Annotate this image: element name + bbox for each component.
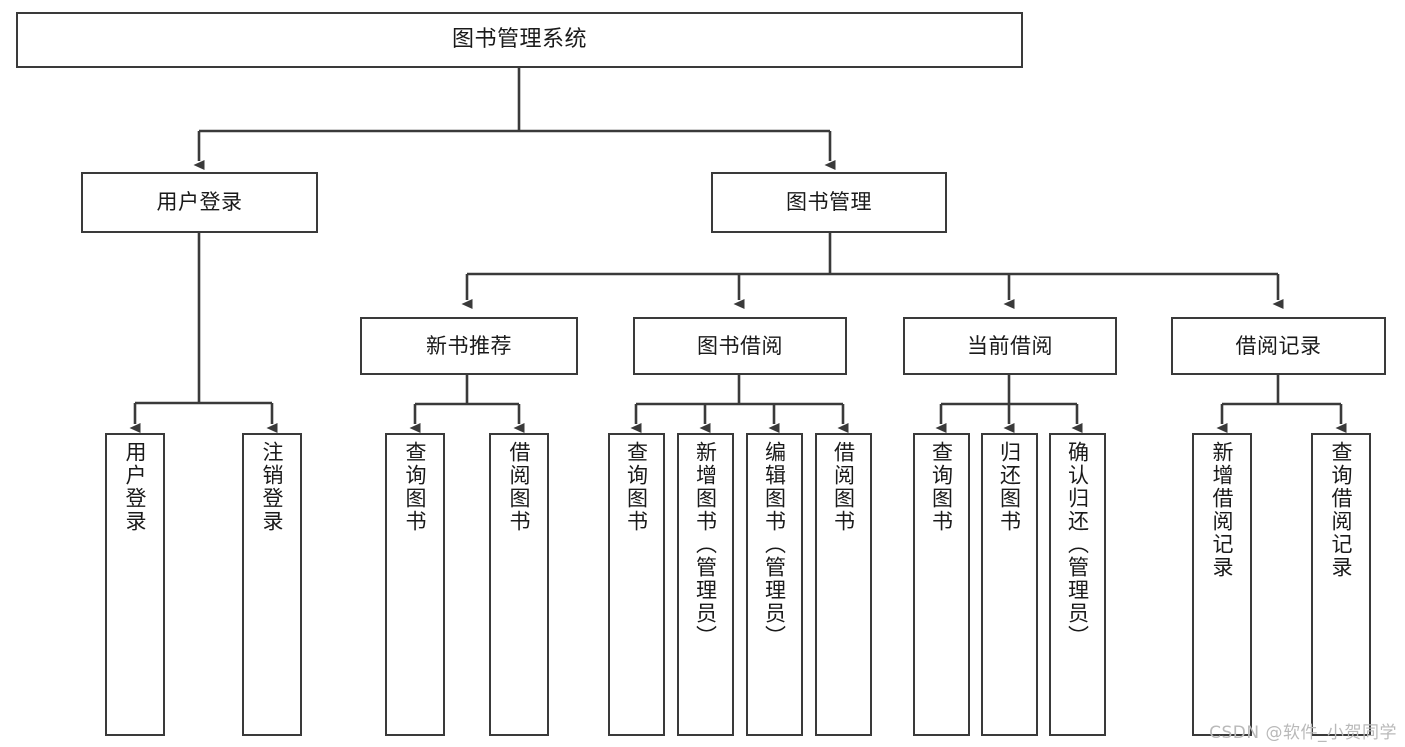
leaf-new-book-borrow[interactable]: 借阅图书 (489, 433, 549, 736)
node-label: 查询图书 (624, 441, 649, 533)
leaf-new-book-query[interactable]: 查询图书 (385, 433, 445, 736)
node-book-management[interactable]: 图书管理 (711, 172, 947, 233)
node-label: 注销登录 (260, 441, 285, 533)
leaf-record-add[interactable]: 新增借阅记录 (1192, 433, 1252, 736)
node-book-borrow[interactable]: 图书借阅 (633, 317, 847, 375)
node-root-system[interactable]: 图书管理系统 (16, 12, 1023, 68)
node-label: 借阅图书 (831, 441, 856, 533)
csdn-watermark: CSDN @软件_小贺同学 (1209, 723, 1397, 743)
node-label: 查询图书 (403, 441, 428, 533)
leaf-user-login-signout[interactable]: 注销登录 (242, 433, 302, 736)
node-label: 新书推荐 (426, 333, 512, 358)
node-label: 查询借阅记录 (1329, 441, 1354, 579)
node-label: 图书借阅 (697, 333, 783, 358)
node-label: 确认归还（管理员） (1065, 441, 1090, 648)
leaf-current-borrow-confirm-return[interactable]: 确认归还（管理员） (1049, 433, 1106, 736)
leaf-book-borrow-query[interactable]: 查询图书 (608, 433, 665, 736)
node-label: 当前借阅 (967, 333, 1053, 358)
node-label: 借阅记录 (1235, 333, 1322, 358)
node-label: 编辑图书（管理员） (762, 441, 787, 648)
node-new-book-recommend[interactable]: 新书推荐 (360, 317, 578, 375)
leaf-user-login-signin[interactable]: 用户登录 (105, 433, 165, 736)
leaf-current-borrow-query[interactable]: 查询图书 (913, 433, 970, 736)
leaf-book-borrow-borrow[interactable]: 借阅图书 (815, 433, 872, 736)
node-label: 新增图书（管理员） (693, 441, 718, 648)
node-label: 用户登录 (123, 441, 148, 533)
leaf-book-borrow-add[interactable]: 新增图书（管理员） (677, 433, 734, 736)
node-label: 图书管理系统 (451, 27, 587, 53)
node-borrow-record[interactable]: 借阅记录 (1171, 317, 1386, 375)
node-user-login[interactable]: 用户登录 (81, 172, 318, 233)
node-label: 图书管理 (786, 190, 872, 215)
leaf-book-borrow-edit[interactable]: 编辑图书（管理员） (746, 433, 803, 736)
node-label: 查询图书 (929, 441, 954, 533)
leaf-current-borrow-return[interactable]: 归还图书 (981, 433, 1038, 736)
node-label: 借阅图书 (507, 441, 532, 533)
node-label: 归还图书 (997, 441, 1022, 533)
node-current-borrow[interactable]: 当前借阅 (903, 317, 1117, 375)
leaf-record-query[interactable]: 查询借阅记录 (1311, 433, 1371, 736)
node-label: 用户登录 (156, 190, 243, 215)
node-label: 新增借阅记录 (1210, 441, 1235, 579)
